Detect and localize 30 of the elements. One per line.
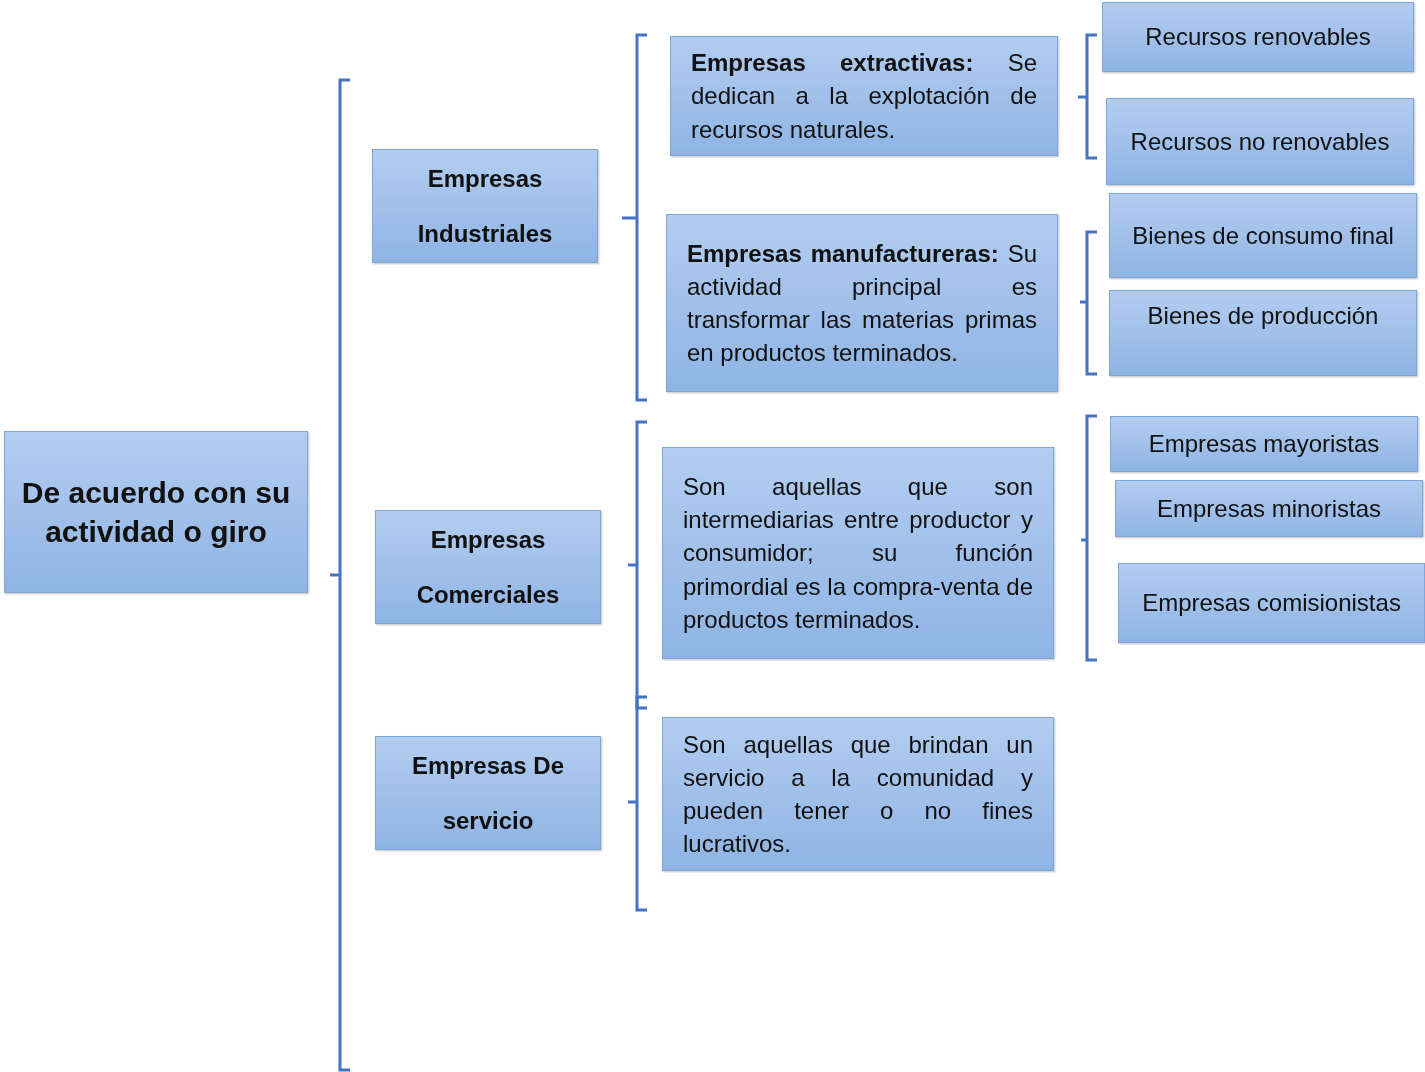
box-text: Empresas extractivas: Se dedican a la explotación de recursos naturales. bbox=[691, 48, 1037, 145]
concept-box bbox=[1106, 98, 1414, 185]
box-text: Empresas manufactureras: Su actividad principal es transformar las materias primas en productos terminados. bbox=[687, 238, 1037, 369]
box-text: Son aquellas que brindan un servicio a la comunidad y pueden tener o no fines lucrativos. bbox=[683, 729, 1033, 860]
concept-box bbox=[662, 717, 1054, 871]
box-text: Empresas mayoristas bbox=[1147, 429, 1381, 460]
concept-box bbox=[662, 447, 1054, 659]
concept-box bbox=[666, 214, 1058, 392]
box-text: Bienes de consumo final bbox=[1131, 220, 1395, 251]
concept-box bbox=[670, 36, 1058, 156]
concept-box bbox=[1115, 480, 1423, 537]
concept-box bbox=[375, 736, 601, 850]
box-text: Empresas Industriales bbox=[416, 163, 554, 249]
box-text: Empresas minoristas bbox=[1155, 493, 1383, 524]
concept-box bbox=[1118, 563, 1425, 643]
box-text: Bienes de producción bbox=[1146, 301, 1380, 331]
box-text: De acuerdo con su actividad o giro bbox=[20, 475, 292, 550]
concept-box bbox=[1109, 290, 1417, 376]
concept-box bbox=[375, 510, 601, 624]
box-text: Empresas comisionistas bbox=[1141, 588, 1402, 619]
concept-box bbox=[1109, 193, 1417, 278]
box-text: Empresas Comerciales bbox=[415, 524, 561, 610]
box-text: Son aquellas que son intermediarias entre productor y consumidor; su función primordial es la compra-venta de productos terminados. bbox=[683, 472, 1033, 635]
box-text: Recursos no renovables bbox=[1129, 126, 1391, 157]
concept-box bbox=[1102, 2, 1414, 72]
concept-box bbox=[1110, 416, 1418, 472]
box-text: Empresas De servicio bbox=[410, 750, 566, 836]
concept-box bbox=[4, 431, 308, 593]
concept-box bbox=[372, 149, 598, 263]
box-text: Recursos renovables bbox=[1144, 22, 1372, 53]
